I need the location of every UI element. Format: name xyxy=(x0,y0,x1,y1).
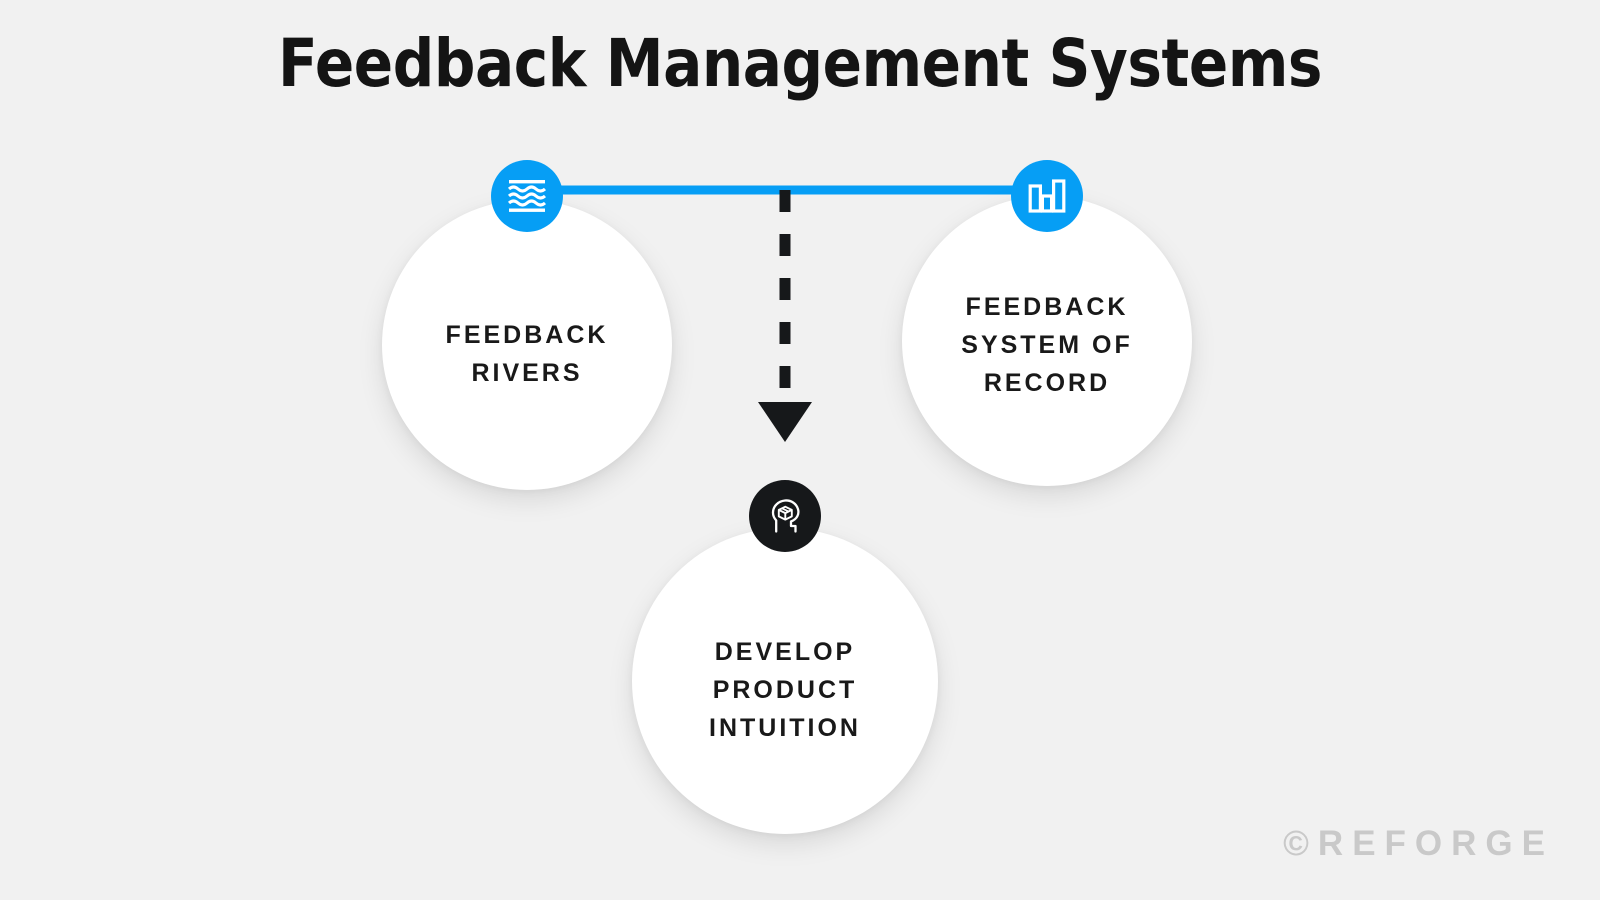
waves-icon-badge[interactable] xyxy=(491,160,563,232)
bar-chart-icon-badge[interactable] xyxy=(1011,160,1083,232)
arrowhead-icon xyxy=(758,402,812,442)
head-with-box-icon-badge[interactable] xyxy=(749,480,821,552)
node-develop-product-intuition-label: DEVELOP PRODUCT INTUITION xyxy=(709,638,861,742)
waves-icon xyxy=(507,180,547,212)
node-feedback-system-of-record-label: FEEDBACK SYSTEM OF RECORD xyxy=(961,293,1133,397)
page-title: Feedback Management Systems xyxy=(277,25,1323,102)
node-feedback-rivers-disc[interactable]: FEEDBACK RIVERS xyxy=(382,200,672,490)
node-feedback-rivers-label: FEEDBACK RIVERS xyxy=(445,321,609,387)
bar-chart-icon xyxy=(1028,179,1066,213)
head-with-box-icon xyxy=(771,499,800,533)
reforge-watermark: ©REFORGE xyxy=(1283,824,1554,863)
node-feedback-system-of-record-disc[interactable]: FEEDBACK SYSTEM OF RECORD xyxy=(902,196,1192,486)
node-develop-product-intuition-disc[interactable]: DEVELOP PRODUCT INTUITION xyxy=(632,528,938,834)
